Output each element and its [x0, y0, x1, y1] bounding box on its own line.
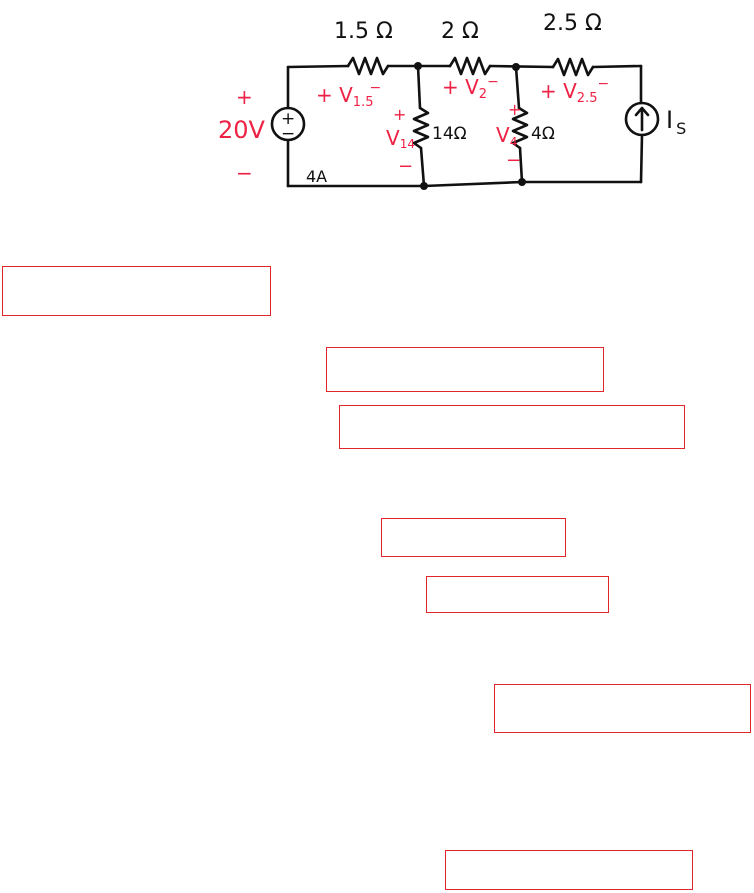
answer-box-2[interactable] [326, 347, 604, 392]
resistor-2-5 [551, 57, 595, 77]
resistor-4 [511, 106, 529, 150]
label-20v: 20V [218, 116, 266, 144]
label-v2: + V2− [442, 74, 499, 102]
branch-wire [518, 146, 524, 184]
label-r-14: 14Ω [432, 124, 467, 144]
answer-box-6[interactable] [494, 684, 751, 733]
label-source-current: 4A [306, 167, 327, 186]
label-r-4: 4Ω [531, 124, 555, 144]
top-wire [286, 64, 350, 69]
node-dot [420, 182, 428, 190]
node-dot [518, 178, 526, 186]
label-v14-plus: + [393, 105, 406, 124]
node-dot [512, 63, 520, 71]
answer-box-7[interactable] [445, 850, 693, 890]
label-v1-5: + V1.5− [316, 80, 381, 110]
right-wire [639, 133, 644, 184]
label-v14: V14 [386, 126, 415, 151]
label-v4: V4 [496, 123, 517, 149]
branch-wire [419, 146, 426, 188]
resistor-14 [412, 106, 430, 150]
answer-box-4[interactable] [381, 518, 566, 557]
answer-box-1[interactable] [2, 266, 271, 316]
label-r-2-5: 2.5 Ω [543, 11, 602, 36]
resistor-1-5 [346, 56, 390, 76]
label-v2-5: + V2.5− [540, 76, 609, 106]
node-dot [414, 62, 422, 70]
source-minus-sign: − [281, 124, 295, 144]
source-plus-sign: + [281, 109, 295, 129]
label-minus: − [236, 161, 253, 185]
top-wire [591, 64, 643, 69]
current-source-arrow-icon [634, 106, 650, 132]
resistor-2 [448, 56, 492, 76]
label-v4-plus: + [508, 100, 521, 119]
branch-wire [416, 64, 422, 110]
top-wire [488, 64, 555, 69]
bottom-wire [286, 180, 643, 188]
branch-wire [514, 65, 521, 110]
label-r-2: 2 Ω [441, 19, 479, 44]
label-r-1-5: 1.5 Ω [334, 19, 393, 44]
label-plus: + [236, 85, 253, 109]
answer-box-3[interactable] [339, 405, 685, 449]
label-v4-minus: − [506, 150, 521, 171]
answer-box-5[interactable] [426, 576, 609, 613]
label-v14-minus: − [398, 156, 413, 177]
